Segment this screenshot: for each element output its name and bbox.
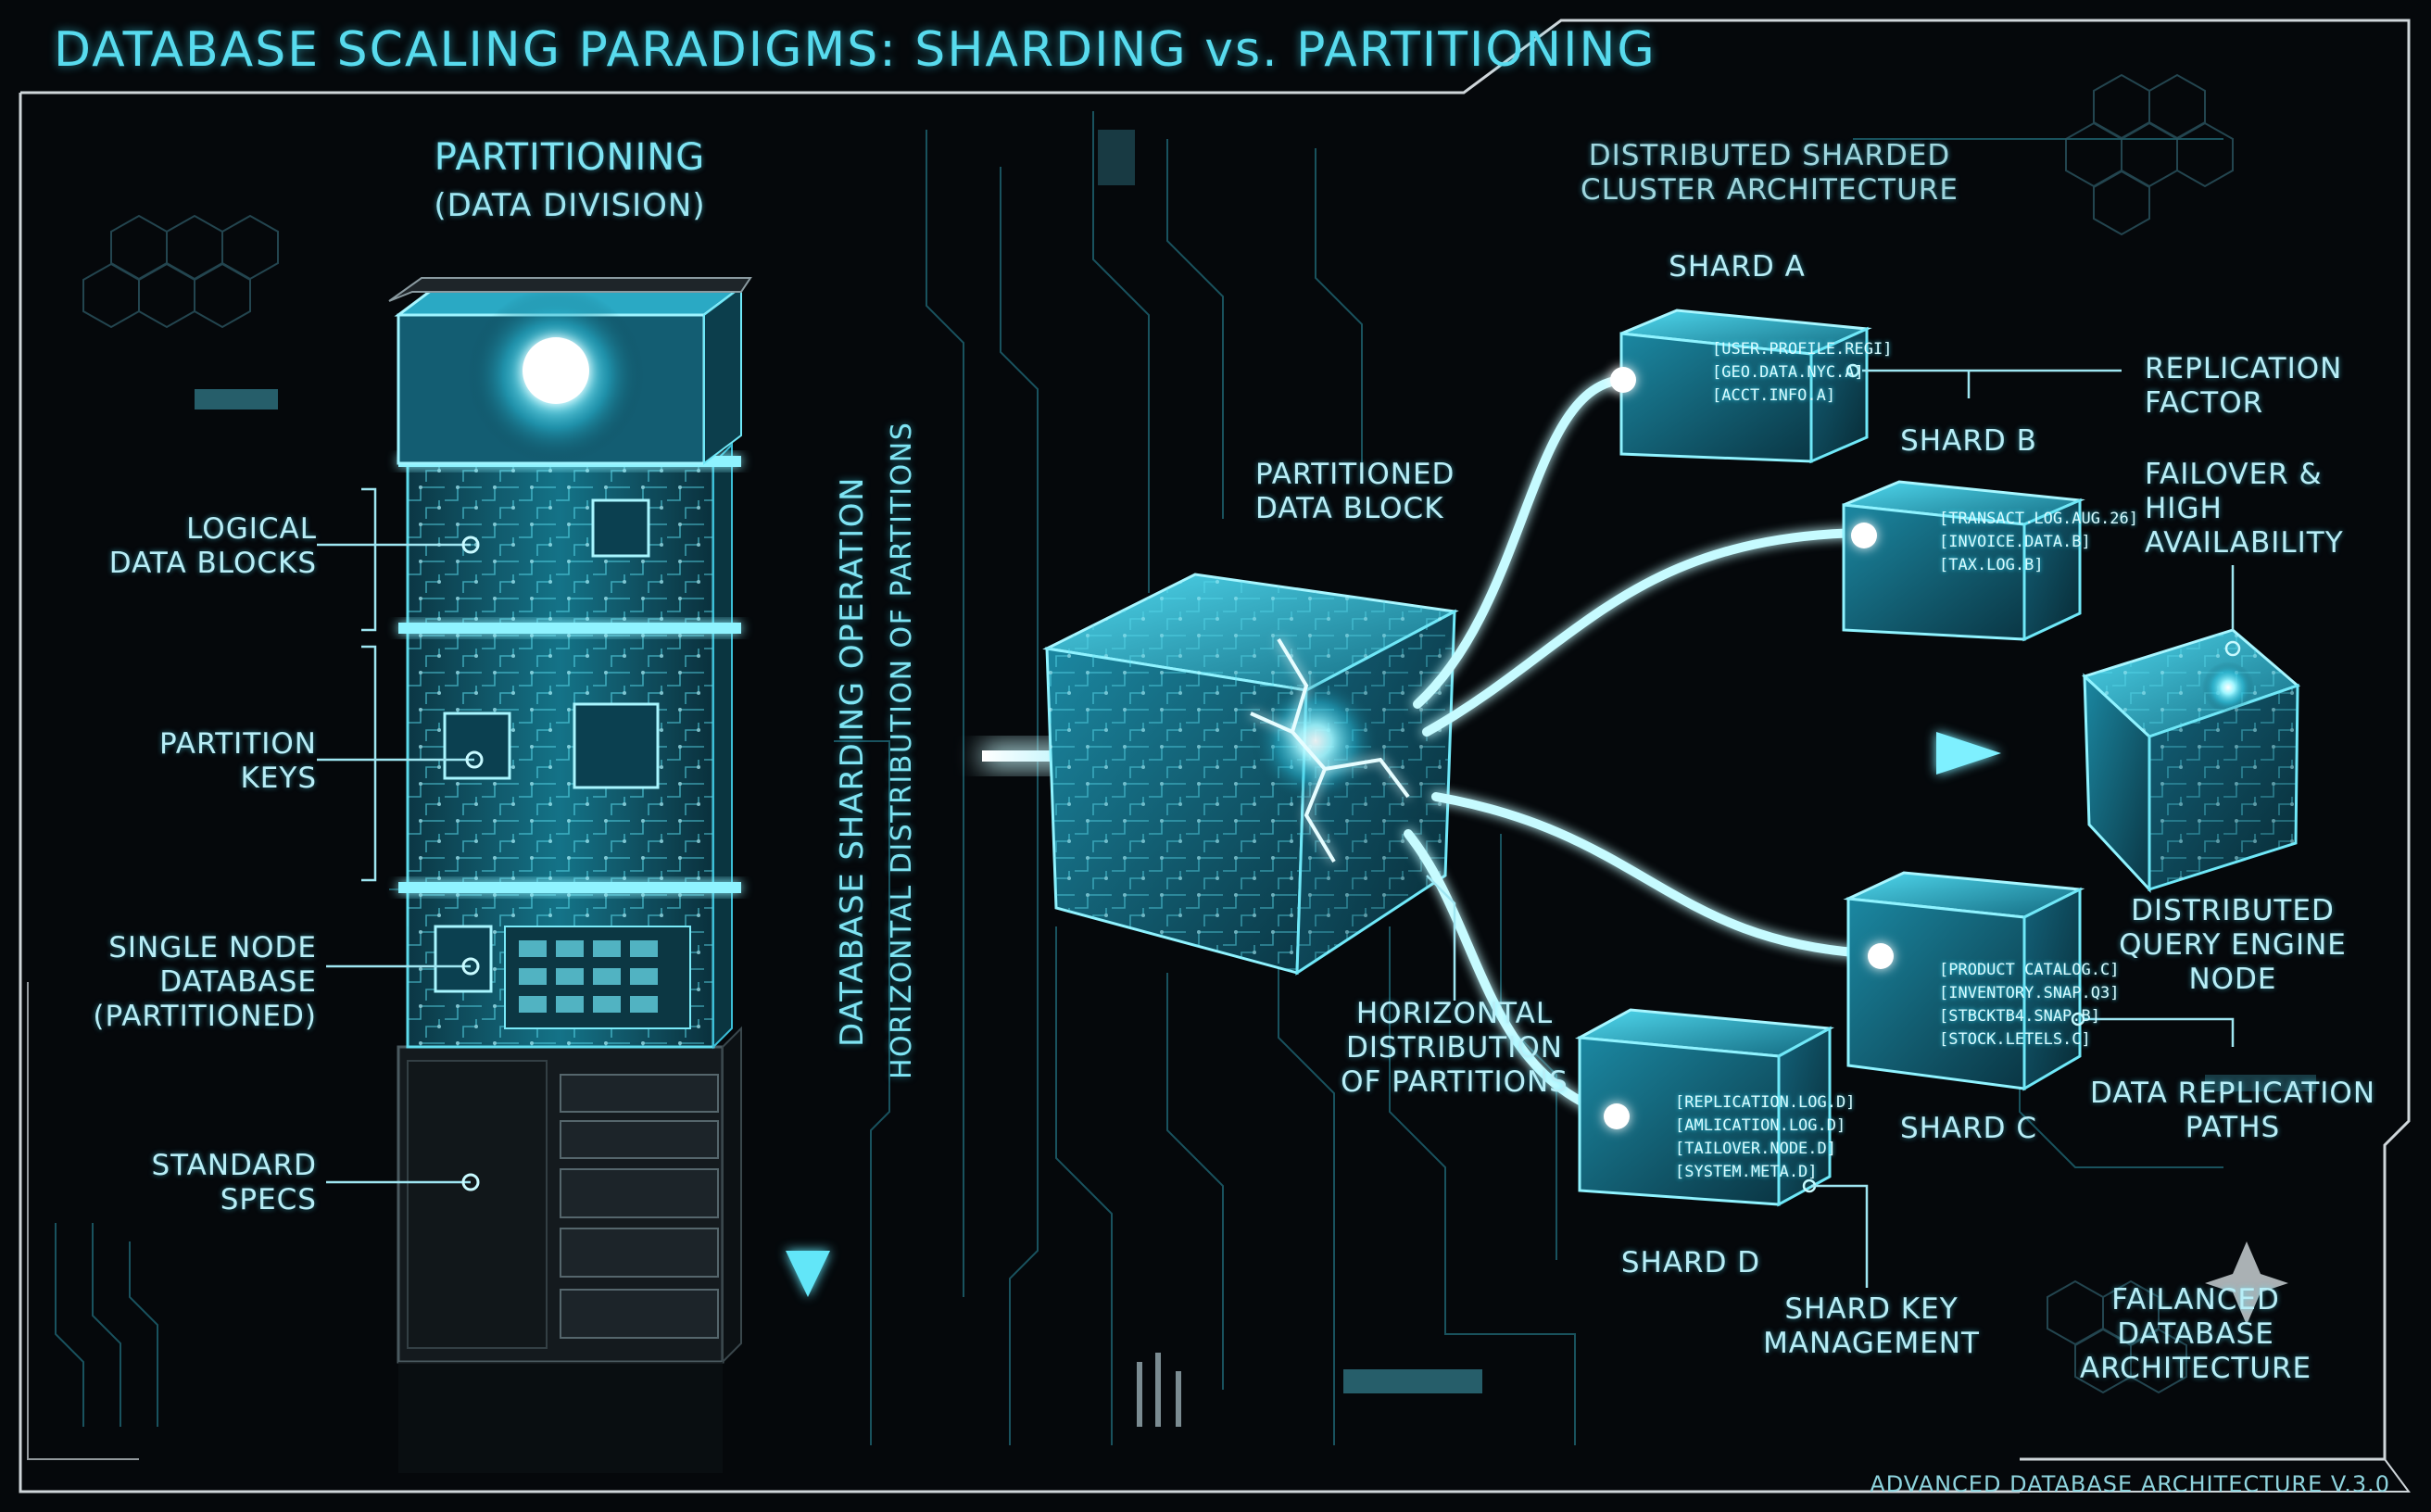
shard-key-management-label: SHARD KEY MANAGEMENT [1742, 1292, 2001, 1361]
horizontal-distribution-label: HORIZONTAL DISTRIBUTION OF PARTITIONS [1316, 997, 1593, 1100]
sharding-operation-label: DATABASE SHARDING OPERATION [834, 476, 871, 1047]
partitioned-data-cube [1047, 519, 1455, 1056]
label-line: MANAGEMENT [1742, 1327, 2001, 1361]
replication-factor-label: REPLICATION FACTOR [2145, 352, 2367, 421]
query-engine-label: DISTRIBUTED QUERY ENGINE NODE [2103, 894, 2362, 997]
label-line: ARCHITECTURE [2066, 1352, 2325, 1386]
label-line: PARTITIONED [1255, 458, 1496, 492]
page-title: DATABASE SCALING PARADIGMS: SHARDING vs.… [54, 22, 1656, 78]
label-line: STANDARD [65, 1149, 317, 1183]
shard-d-name: SHARD D [1603, 1246, 1779, 1280]
shard-a-name: SHARD A [1649, 250, 1825, 284]
label-line: DISTRIBUTED SHARDED [1575, 139, 1964, 173]
label-partition-keys: PARTITION KEYS [65, 727, 317, 796]
shard-c-name: SHARD C [1881, 1112, 2057, 1146]
shard-data-line: [REPLICATION.LOG.D] [1675, 1091, 1855, 1115]
shard-data-line: [TRANSACT.LOG.AUG.26] [1939, 508, 2138, 531]
label-line: FACTOR [2145, 386, 2367, 421]
label-line: SPECS [65, 1183, 317, 1217]
label-line: FAILANCED [2066, 1283, 2325, 1317]
shard-d-data: [REPLICATION.LOG.D] [AMLICATION.LOG.D] [… [1675, 1091, 1855, 1184]
partitioning-subheading: (DATA DIVISION) [417, 187, 723, 224]
shard-data-line: [TAX.LOG.B] [1939, 554, 2138, 577]
shard-data-line: [GEO.DATA.NYC.A] [1712, 361, 1892, 384]
label-line: KEYS [65, 762, 317, 796]
partitioned-data-block-label: PARTITIONED DATA BLOCK [1255, 458, 1496, 526]
label-line: PARTITION [65, 727, 317, 762]
label-single-node-database: SINGLE NODE DATABASE (PARTITIONED) [65, 931, 317, 1034]
label-line: DISTRIBUTED [2103, 894, 2362, 928]
single-node-tower [389, 278, 750, 1473]
label-standard-specs: STANDARD SPECS [65, 1149, 317, 1217]
label-line: QUERY ENGINE [2103, 928, 2362, 963]
label-line: NODE [2103, 963, 2362, 997]
label-line: SINGLE NODE [65, 931, 317, 965]
label-line: FAILOVER & [2145, 458, 2367, 492]
horizontal-distribution-vertical-label: HORIZONTAL DISTRIBUTION OF PARTITIONS [886, 422, 918, 1079]
label-line: OF PARTITIONS [1316, 1065, 1593, 1100]
cluster-architecture-title: DISTRIBUTED SHARDED CLUSTER ARCHITECTURE [1575, 139, 1964, 208]
shard-b-name: SHARD B [1881, 424, 2057, 459]
shard-data-line: [INVENTORY.SNAP.Q3] [1939, 982, 2119, 1005]
failover-label: FAILOVER & HIGH AVAILABILITY [2145, 458, 2367, 561]
label-line: HORIZONTAL [1316, 997, 1593, 1031]
shard-data-line: [TAILOVER.NODE.D] [1675, 1138, 1855, 1161]
label-line: CLUSTER ARCHITECTURE [1575, 173, 1964, 208]
label-line: SHARD KEY [1742, 1292, 2001, 1327]
label-logical-data-blocks: LOGICAL DATA BLOCKS [65, 512, 317, 581]
label-line: DATABASE [2066, 1317, 2325, 1352]
label-line: HIGH [2145, 492, 2367, 526]
shard-data-line: [ACCT.INFO.A] [1712, 384, 1892, 408]
label-line: DATA BLOCK [1255, 492, 1496, 526]
shard-c-data: [PRODUCT CATALOG.C] [INVENTORY.SNAP.Q3] … [1939, 959, 2119, 1052]
label-line: LOGICAL [65, 512, 317, 547]
label-line: REPLICATION [2145, 352, 2367, 386]
shard-data-line: [USER.PROFILE.REGI] [1712, 338, 1892, 361]
label-line: AVAILABILITY [2145, 526, 2367, 561]
shard-a-data: [USER.PROFILE.REGI] [GEO.DATA.NYC.A] [AC… [1712, 338, 1892, 408]
label-line: DATABASE [65, 965, 317, 1000]
label-line: DATA BLOCKS [65, 547, 317, 581]
footer-version: ADVANCED DATABASE ARCHITECTURE V.3.0 [1870, 1471, 2390, 1497]
partitioning-heading: PARTITIONING [417, 135, 723, 180]
shard-b-data: [TRANSACT.LOG.AUG.26] [INVOICE.DATA.B] [… [1939, 508, 2138, 577]
query-arrow [1427, 732, 2001, 775]
label-line: PATHS [2085, 1111, 2381, 1145]
label-line: DISTRIBUTION [1316, 1031, 1593, 1065]
label-line: DATA REPLICATION [2085, 1077, 2381, 1111]
shard-data-line: [PRODUCT CATALOG.C] [1939, 959, 2119, 982]
failanced-architecture-label: FAILANCED DATABASE ARCHITECTURE [2066, 1283, 2325, 1386]
shard-data-line: [INVOICE.DATA.B] [1939, 531, 2138, 554]
shard-data-line: [STBCKTB4.SNAP.B] [1939, 1005, 2119, 1028]
shard-data-line: [AMLICATION.LOG.D] [1675, 1115, 1855, 1138]
label-line: (PARTITIONED) [65, 1000, 317, 1034]
bottom-logo-mark [1140, 1353, 1178, 1427]
sharding-down-arrow [786, 185, 830, 1297]
shard-data-line: [STOCK.LETELS.C] [1939, 1028, 2119, 1052]
data-replication-paths-label: DATA REPLICATION PATHS [2085, 1077, 2381, 1145]
shard-data-line: [SYSTEM.META.D] [1675, 1161, 1855, 1184]
